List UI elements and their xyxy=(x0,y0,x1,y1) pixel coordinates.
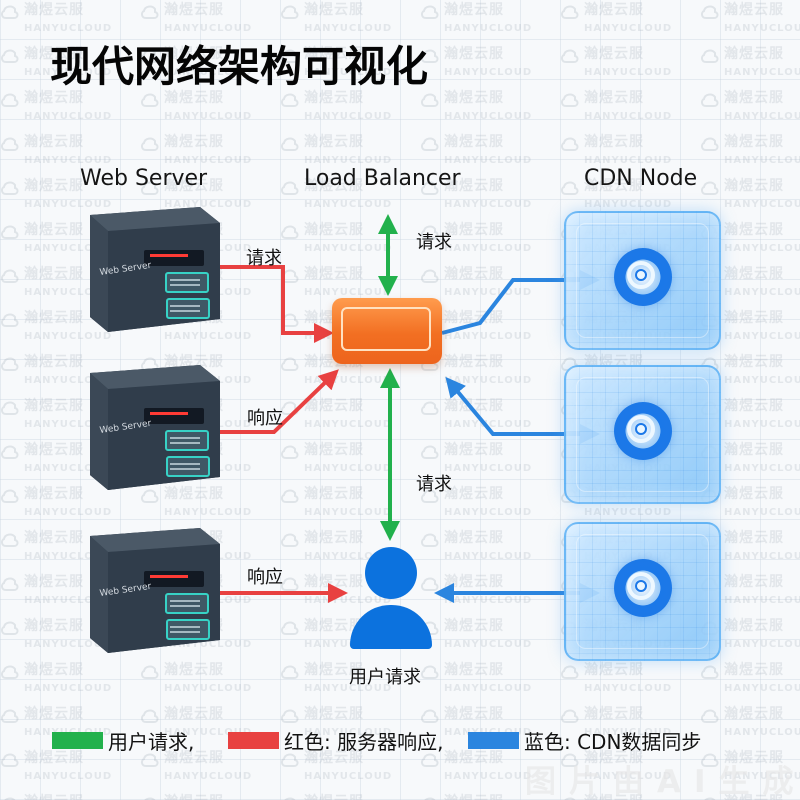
page-title: 现代网络架构可视化 xyxy=(50,42,429,91)
cdn-node-bottom xyxy=(564,522,721,661)
request-label-load-balancer-top: 请求 xyxy=(416,232,452,253)
cdn-node-top xyxy=(564,211,721,350)
red-response-edge xyxy=(220,369,339,434)
response-label-bottom-server: 响应 xyxy=(247,567,283,588)
blue-cdn-middle-edge xyxy=(445,376,600,444)
cdn-node-middle xyxy=(564,365,721,504)
server-rack-icon: Web Server xyxy=(90,528,220,653)
blue-swatch xyxy=(468,732,519,749)
green-swatch xyxy=(52,732,103,749)
legend-user-request-text: 用户请求, xyxy=(108,730,195,754)
cdn-node-icon xyxy=(614,402,672,460)
request-label-user-edge: 请求 xyxy=(416,474,452,495)
server-rack-icon: Web Server xyxy=(90,528,225,653)
server-rack-icon: Web Server xyxy=(90,365,225,490)
user-icon xyxy=(350,547,432,651)
server-rack-icon: Web Server xyxy=(90,365,220,490)
red-swatch xyxy=(228,732,279,749)
red-request-edge xyxy=(220,265,334,343)
cdn-node-icon xyxy=(614,248,672,306)
user-body xyxy=(350,605,432,649)
blue-cdn-top-edge xyxy=(441,270,600,335)
web-server-column-label: Web Server xyxy=(80,166,208,191)
server-rack-icon: Web Server xyxy=(90,207,225,332)
user-head xyxy=(365,547,417,599)
cdn-node-icon xyxy=(614,559,672,617)
load-balancer-column-label: Load Balancer xyxy=(304,166,461,191)
user-request-label: 用户请求 xyxy=(349,667,421,688)
server-rack-icon: Web Server xyxy=(90,207,220,332)
response-label-middle-server: 响应 xyxy=(247,408,283,429)
load-balancer-inner-frame xyxy=(341,307,431,351)
cdn-node-column-label: CDN Node xyxy=(584,166,698,191)
request-label-top-server: 请求 xyxy=(246,248,282,269)
legend-server-response-text: 红色: 服务器响应, xyxy=(284,730,444,754)
legend-cdn-sync-text: 蓝色: CDN数据同步 xyxy=(524,730,702,754)
ai-generated-watermark: 图片由AI生成 xyxy=(525,764,800,800)
load-balancer-icon xyxy=(332,298,442,364)
